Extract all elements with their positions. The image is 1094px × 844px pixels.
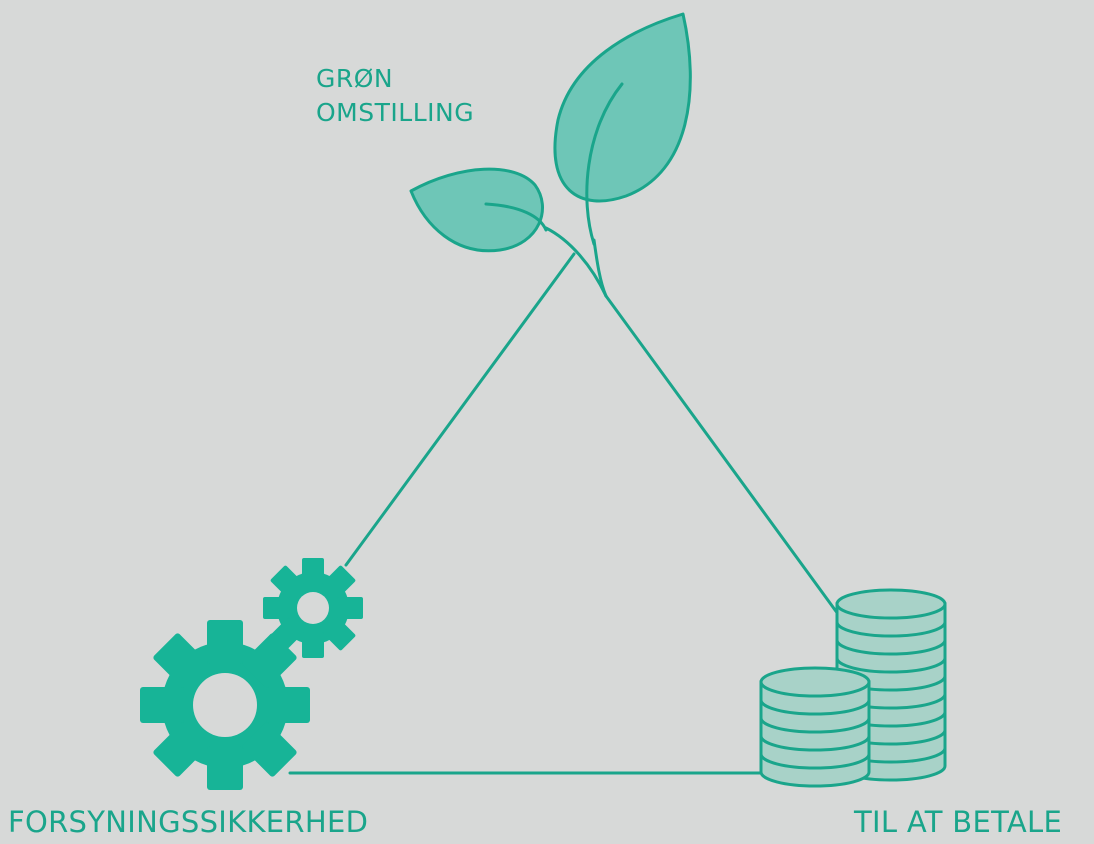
left-edge-line (344, 252, 576, 567)
coin-stacks-icon (759, 588, 947, 788)
gears-icon (140, 558, 363, 790)
coin-top (759, 666, 871, 698)
label-green-transition: GRØN OMSTILLING (316, 62, 474, 130)
label-supply-security: FORSYNINGSSIKKERHED (8, 805, 369, 839)
stem-branch (544, 226, 608, 298)
label-green-transition-line1: GRØN (316, 64, 394, 93)
triangle-lines (288, 252, 840, 775)
label-green-transition-line2: OMSTILLING (316, 98, 475, 127)
coin-stack-short (759, 666, 871, 788)
large-leaf-vein (585, 82, 624, 246)
small-leaf (409, 167, 544, 253)
right-edge-line (604, 294, 840, 616)
large-gear-icon (140, 620, 310, 790)
plant-sprout-icon (409, 12, 692, 298)
small-gear-icon (263, 558, 363, 658)
small-leaf-vein (484, 202, 548, 232)
label-affordability: TIL AT BETALE (854, 805, 1063, 839)
coin-top (835, 588, 947, 620)
large-leaf (553, 12, 692, 203)
stem (592, 238, 608, 298)
